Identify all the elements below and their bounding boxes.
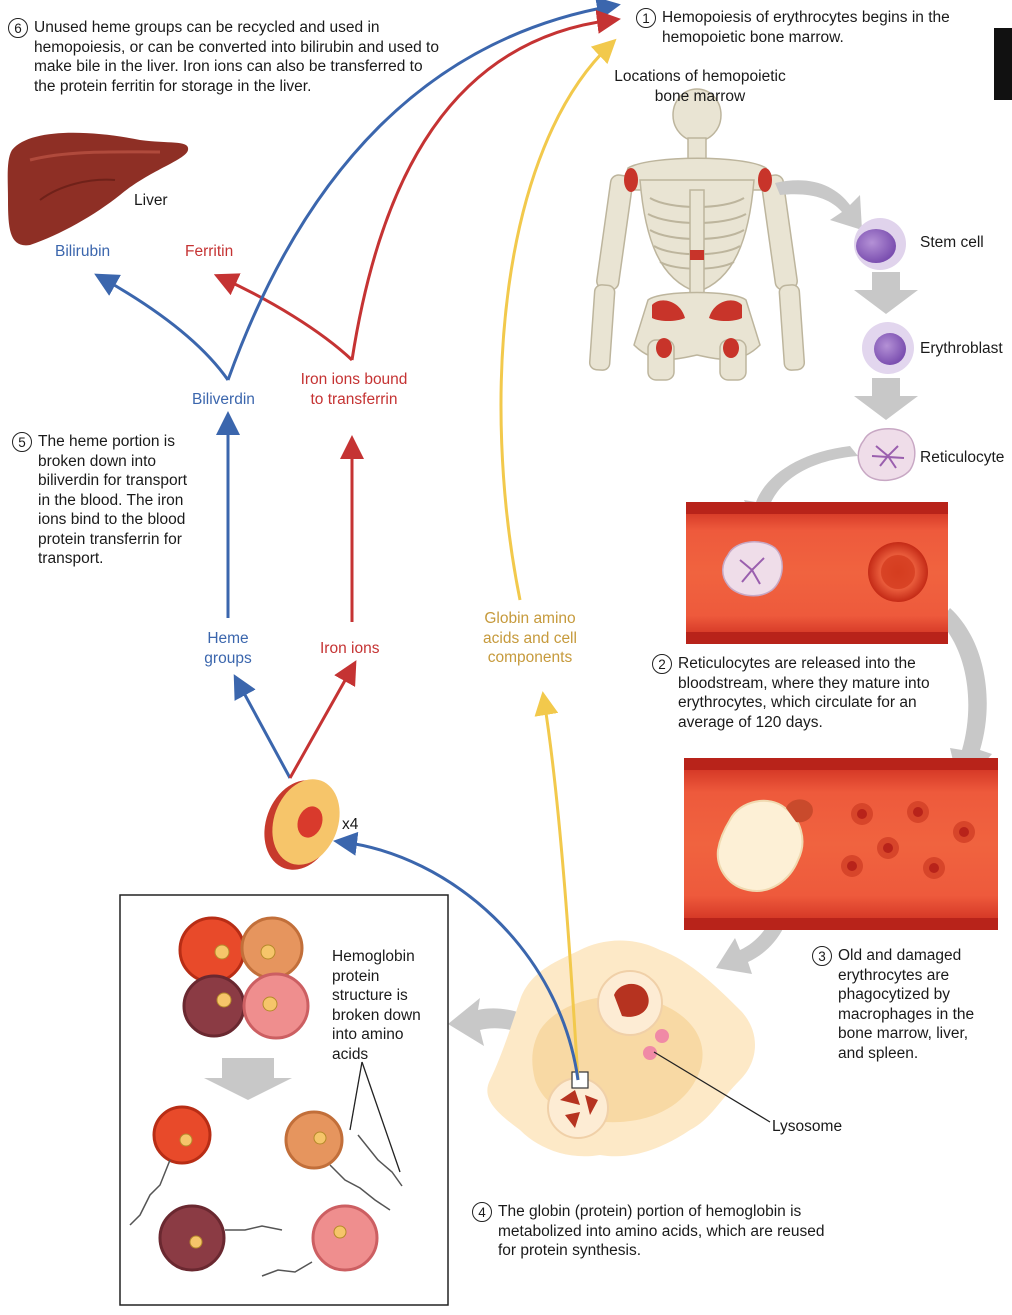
blood-vessel-1 bbox=[686, 502, 948, 644]
globin-label: Globin amino acids and cell components bbox=[483, 610, 577, 666]
step-2-text: Reticulocytes are released into the bloo… bbox=[678, 655, 930, 731]
bilirubin-label: Bilirubin bbox=[55, 243, 111, 260]
step-5-text: The heme portion is broken down into bil… bbox=[38, 433, 188, 567]
arrow-iron-recycle bbox=[350, 9, 621, 361]
amino-acid-pointer-lines bbox=[349, 1061, 401, 1173]
step-6: 6 Unused heme groups can be recycled and… bbox=[8, 18, 448, 96]
stem-cell-graphic bbox=[854, 218, 906, 270]
macrophage-graphic bbox=[487, 940, 771, 1157]
erythroblast-graphic bbox=[862, 322, 914, 374]
pathway-arrows bbox=[94, 0, 621, 1081]
arrow-to-iron bbox=[288, 660, 357, 779]
step-1: 1 Hemopoiesis of erythrocytes begins in … bbox=[636, 8, 956, 47]
step-6-number: 6 bbox=[8, 18, 28, 38]
step-4-number: 4 bbox=[472, 1202, 492, 1222]
arrow-to-heme bbox=[233, 674, 292, 779]
hemoglobin-box bbox=[119, 894, 449, 1306]
lysosome-label: Lysosome bbox=[772, 1118, 843, 1135]
arrow-globin-recycle bbox=[499, 38, 617, 601]
liver-illustration bbox=[7, 132, 189, 246]
arrow-to-bilirubin bbox=[94, 273, 230, 381]
black-bar bbox=[994, 28, 1012, 100]
marrow-spots bbox=[624, 168, 772, 358]
blood-vessel-2 bbox=[684, 758, 998, 930]
erythroblast-label: Erythroblast bbox=[920, 340, 1003, 357]
iron-transferrin-label: Iron ions bound to transferrin bbox=[300, 371, 408, 408]
x4-label: x4 bbox=[342, 816, 359, 833]
arrow-heme-recycle bbox=[226, 0, 621, 381]
liver-label: Liver bbox=[134, 192, 168, 209]
step-3: 3 Old and damaged erythrocytes are phago… bbox=[812, 946, 992, 1063]
lysosome-leader-line bbox=[653, 1051, 771, 1123]
step-2-number: 2 bbox=[652, 654, 672, 674]
heme-group-disc bbox=[264, 779, 340, 870]
step-2: 2 Reticulocytes are released into the bl… bbox=[652, 654, 972, 732]
stem-cell-label: Stem cell bbox=[920, 234, 984, 251]
reticulocyte-label: Reticulocyte bbox=[920, 449, 1005, 466]
step-3-number: 3 bbox=[812, 946, 832, 966]
step-1-number: 1 bbox=[636, 8, 656, 28]
step-5: 5 The heme portion is broken down into b… bbox=[12, 432, 212, 569]
step-1-text: Hemopoiesis of erythrocytes begins in th… bbox=[662, 9, 950, 46]
hemoglobin-structure bbox=[178, 916, 310, 1040]
skeleton-illustration bbox=[588, 88, 806, 381]
globin-chains bbox=[129, 1105, 403, 1277]
marrow-locations-label: Locations of hemopoietic bone marrow bbox=[614, 68, 786, 105]
iron-ions-label: Iron ions bbox=[320, 640, 380, 657]
arrow-to-globin bbox=[534, 691, 580, 1081]
step-6-text: Unused heme groups can be recycled and u… bbox=[34, 19, 439, 95]
step-4: 4 The globin (protein) portion of hemogl… bbox=[472, 1202, 852, 1261]
hemoglobin-breakdown-label: Hemoglobin protein structure is broken d… bbox=[332, 948, 421, 1063]
step-3-text: Old and damaged erythrocytes are phagocy… bbox=[838, 947, 975, 1062]
step-4-text: The globin (protein) portion of hemoglob… bbox=[498, 1203, 825, 1259]
step-5-number: 5 bbox=[12, 432, 32, 452]
ferritin-label: Ferritin bbox=[185, 243, 234, 260]
heme-groups-label: Heme groups bbox=[204, 630, 252, 667]
biliverdin-label: Biliverdin bbox=[192, 391, 255, 408]
arrow-to-heme-disc bbox=[333, 831, 580, 1081]
arrow-to-ferritin bbox=[213, 273, 354, 362]
reticulocyte-graphic bbox=[857, 427, 916, 482]
